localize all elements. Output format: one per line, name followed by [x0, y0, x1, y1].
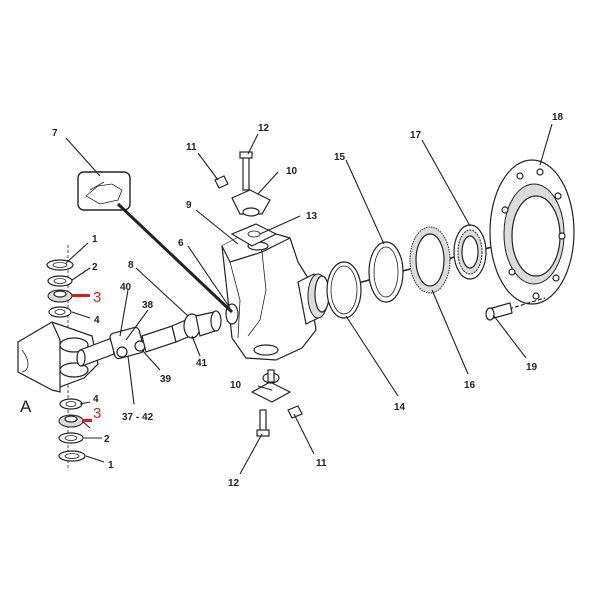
label-39: 39	[160, 374, 172, 385]
label-38: 38	[142, 300, 154, 311]
label-12-top: 12	[258, 123, 270, 134]
section-letter: A	[20, 397, 32, 416]
label-37-42: 37 - 42	[122, 412, 154, 423]
label-6: 6	[178, 238, 184, 249]
ring-14	[326, 261, 362, 319]
top-washer-stack	[46, 259, 74, 318]
detail-7-callout	[77, 171, 234, 314]
label-3-bottom: 3	[93, 405, 101, 422]
label-12-bottom: 12	[228, 478, 240, 489]
top-kingpin-cap	[214, 151, 278, 247]
bottom-kingpin-cap	[250, 369, 303, 437]
highlight-bar-bottom	[82, 419, 92, 422]
label-13: 13	[306, 211, 318, 222]
label-17: 17	[410, 130, 422, 141]
label-1-top: 1	[92, 234, 98, 245]
ring-15	[368, 241, 404, 303]
label-15: 15	[334, 152, 346, 163]
label-19: 19	[526, 362, 538, 373]
label-4-top: 4	[94, 315, 100, 326]
drive-shaft-u-joint	[76, 304, 247, 367]
label-9: 9	[186, 200, 192, 211]
label-2-top: 2	[92, 262, 98, 273]
bolt-19	[485, 297, 546, 321]
label-11-bottom: 11	[316, 458, 327, 469]
bearing-17	[453, 224, 487, 280]
label-7: 7	[52, 128, 58, 139]
label-11-top: 11	[186, 142, 197, 153]
label-4-bottom: 4	[93, 394, 99, 405]
ring-gear-16	[409, 226, 451, 294]
label-8: 8	[128, 260, 134, 271]
label-14: 14	[394, 402, 406, 413]
label-40: 40	[120, 282, 132, 293]
label-10-top: 10	[286, 166, 298, 177]
steering-knuckle	[221, 227, 330, 361]
label-3-top: 3	[93, 289, 101, 306]
label-10-bottom: 10	[230, 380, 242, 391]
leader-lines	[65, 123, 553, 475]
hub-flange	[489, 159, 575, 305]
label-16: 16	[464, 380, 476, 391]
label-1-bottom: 1	[108, 460, 114, 471]
highlight-bar-top	[72, 294, 90, 297]
axle-housing-end	[17, 321, 99, 393]
bottom-washer-stack	[58, 398, 86, 462]
label-41: 41	[196, 358, 208, 369]
label-2-bottom: 2	[104, 434, 110, 445]
label-18: 18	[552, 112, 564, 123]
